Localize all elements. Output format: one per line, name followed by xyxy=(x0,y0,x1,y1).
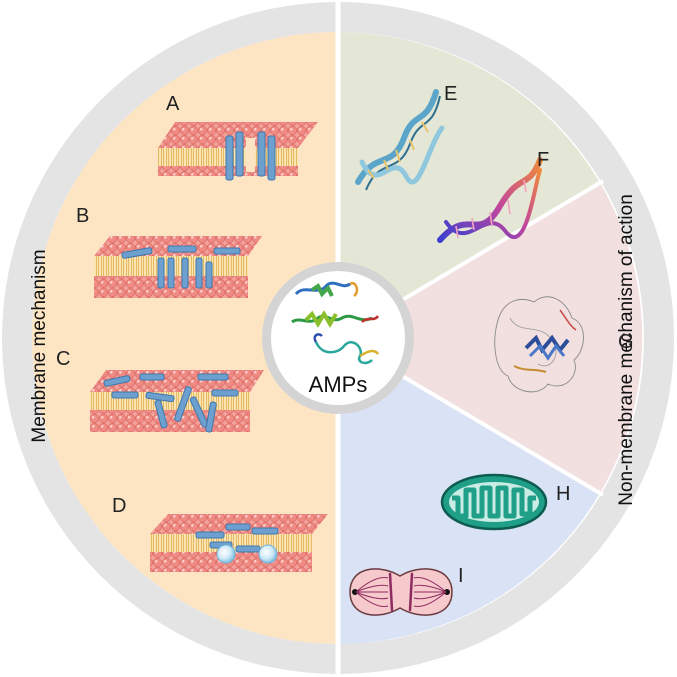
label-i: I xyxy=(458,565,464,587)
panel-f-dna xyxy=(437,157,543,243)
membrane-mechanism-title: Membrane mechanism xyxy=(29,249,50,442)
panel-c-carpet xyxy=(90,370,264,433)
label-h: H xyxy=(556,483,570,505)
label-a: A xyxy=(166,93,180,115)
label-b: B xyxy=(76,205,89,227)
sector-protein-background xyxy=(338,183,643,493)
label-c: C xyxy=(56,348,70,370)
membrane-half-background xyxy=(32,32,338,644)
panel-b-toroidal-pore xyxy=(94,236,262,298)
label-f: F xyxy=(537,149,549,171)
panel-d-aggregate xyxy=(150,514,328,572)
non-membrane-mechanism-title: Non-membrane mechanism of action xyxy=(616,194,637,506)
peptide-structures xyxy=(291,281,380,365)
center-label: AMPs xyxy=(309,372,368,397)
center-disc xyxy=(271,271,405,405)
panel-g-protein xyxy=(494,296,584,393)
label-d: D xyxy=(112,495,126,517)
panel-a-barrel-stave xyxy=(158,122,318,181)
panel-h-mitochondrion xyxy=(440,473,548,531)
panel-e-dna xyxy=(355,89,445,191)
label-g: G xyxy=(618,331,634,353)
sector-dna-background xyxy=(338,32,600,338)
panel-i-dividing-cell xyxy=(349,568,453,616)
label-e: E xyxy=(444,83,457,105)
